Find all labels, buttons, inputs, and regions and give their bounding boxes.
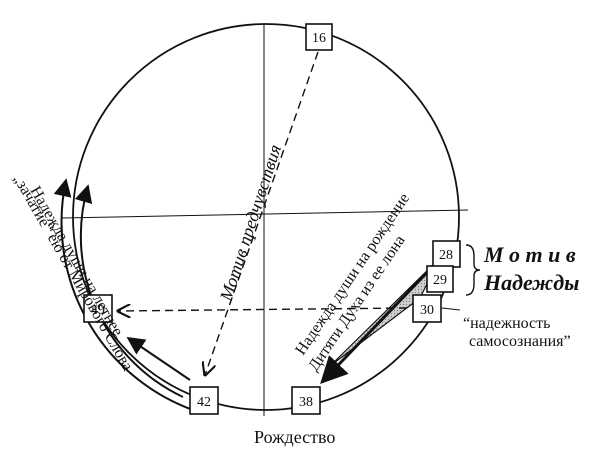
motiv-nadezhdy-line1: М о т и в [483,242,576,267]
rozhdestvo-label: Рождество [254,427,335,447]
motiv-predchuvstviya-label: Мотив предчувствия [215,142,285,304]
horizontal-axis [61,209,469,219]
marker-49-label: 49 [91,303,105,318]
marker-38: 38 [291,386,321,415]
marker-30-label: 30 [420,303,434,318]
nadezhnost-line2: самосознания” [469,333,571,350]
marker-42: 42 [189,386,219,415]
nadezhnost-connector [441,307,461,311]
year-circle [72,23,460,411]
marker-28: 28 [432,240,461,268]
marker-30: 30 [412,294,442,323]
marker-49: 49 [83,294,113,323]
marker-29-label: 29 [433,273,447,288]
motiv-nadezhdy-brace [465,244,481,296]
nadezhnost-line1: “надежность [463,315,550,332]
dashed-arrow-30-to-49 [118,308,408,311]
marker-38-label: 38 [299,395,313,410]
marker-29: 29 [426,265,454,293]
hope-birth-line1: Надежда души на рождение [292,190,413,358]
marker-28-label: 28 [439,248,453,263]
arrow-28-to-38 [320,260,439,384]
arrow-42-to-49 [126,336,191,381]
marker-16: 16 [305,23,333,51]
motiv-nadezhdy-line2: Надежды [483,270,579,295]
marker-42-label: 42 [197,395,211,410]
marker-16-label: 16 [312,31,326,46]
dashed-arrow-16-to-42 [205,51,319,375]
